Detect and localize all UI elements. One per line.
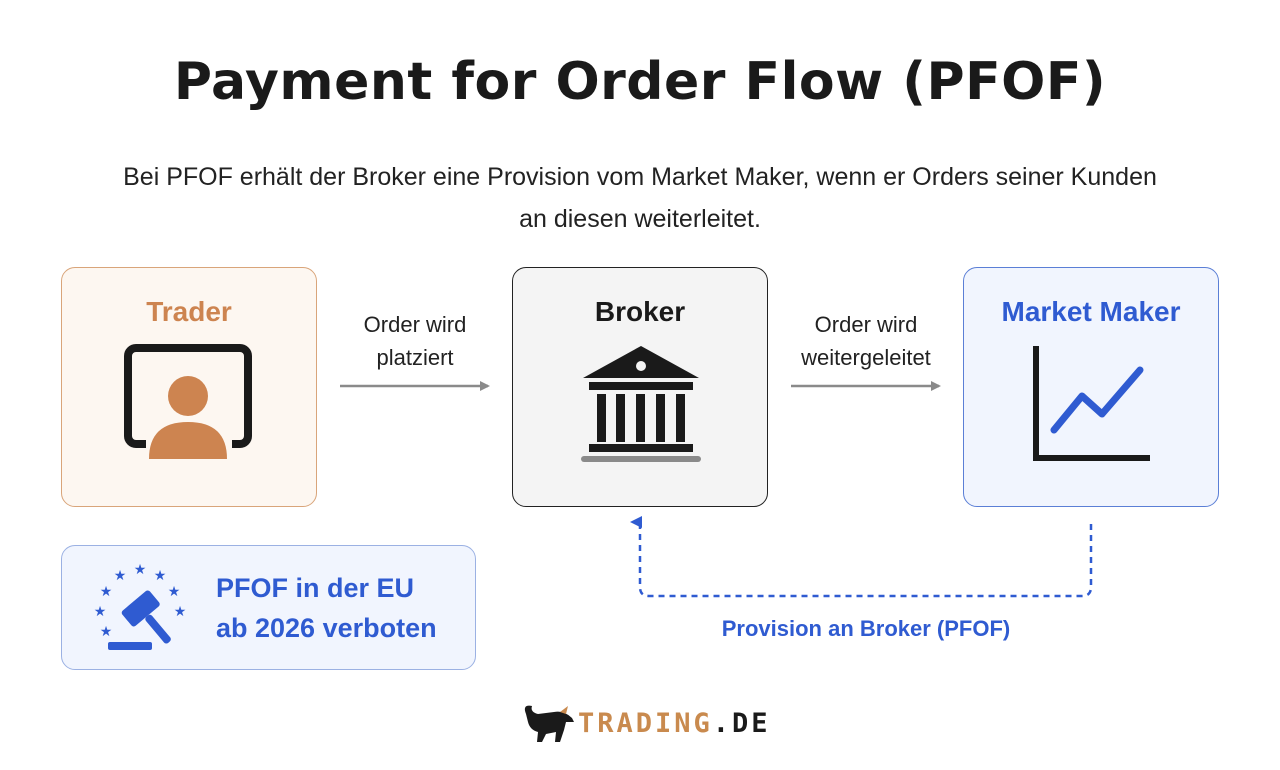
broker-node: Broker — [512, 267, 768, 507]
logo-text-main: TRADING — [578, 708, 713, 739]
eu-stars-gavel-icon: ★ ★ ★ ★ ★ ★ ★ ★ — [94, 562, 187, 650]
eu-notice-text: PFOF in der EU ab 2026 verboten — [216, 568, 437, 648]
svg-text:★: ★ — [100, 584, 113, 600]
bull-icon — [524, 705, 574, 742]
market-maker-label: Market Maker — [1001, 296, 1181, 327]
eu-notice-line: ab 2026 verboten — [216, 613, 437, 643]
edge-label-line: platziert — [376, 345, 454, 370]
logo-text: TRADING.DE — [578, 708, 771, 739]
arrow-market-maker-to-broker — [630, 516, 1093, 598]
eu-notice-line: PFOF in der EU — [216, 573, 415, 603]
edge-label-trader-broker: Order wird platziert — [330, 308, 500, 374]
broker-label: Broker — [594, 296, 686, 327]
market-maker-node: Market Maker — [963, 267, 1219, 507]
page-title: Payment for Order Flow (PFOF) — [173, 52, 1107, 112]
trader-node: Trader — [61, 267, 317, 507]
svg-text:★: ★ — [100, 624, 113, 640]
page-subtitle: Bei PFOF erhält der Broker eine Provisio… — [123, 163, 1157, 233]
edge-label-line: Order wird — [363, 312, 467, 337]
edge-label-line: Order wird — [814, 312, 918, 337]
logo-text-tld: .DE — [712, 708, 771, 739]
trading-de-logo: TRADING.DE — [520, 698, 770, 748]
eu-notice: ★ ★ ★ ★ ★ ★ ★ ★ PFOF in der EU ab 2026 v… — [61, 545, 476, 670]
edge-label-provision: Provision an Broker (PFOF) — [721, 616, 1011, 641]
trader-label: Trader — [146, 296, 232, 327]
person-monitor-icon — [124, 344, 252, 459]
svg-text:★: ★ — [94, 604, 107, 620]
svg-text:★: ★ — [174, 604, 187, 620]
bank-building-icon — [581, 346, 701, 462]
svg-text:★: ★ — [134, 562, 147, 578]
svg-text:★: ★ — [168, 584, 181, 600]
svg-text:★: ★ — [154, 568, 167, 584]
line-chart-icon — [1033, 346, 1150, 461]
svg-text:★: ★ — [114, 568, 127, 584]
edge-label-broker-market-maker: Order wird weitergeleitet — [780, 308, 952, 374]
edge-label-line: weitergeleitet — [801, 345, 931, 370]
